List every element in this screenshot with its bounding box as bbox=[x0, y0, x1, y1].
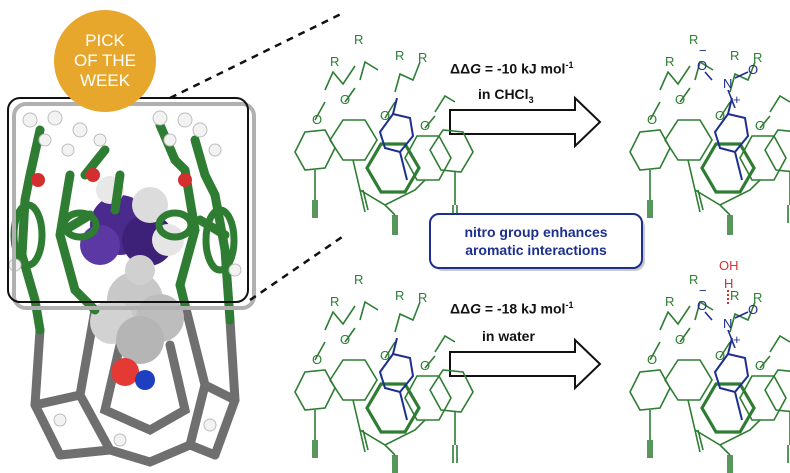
nitro-group-top bbox=[704, 71, 749, 109]
o-label: O bbox=[647, 112, 657, 127]
solvent-main: in CHCl bbox=[478, 86, 529, 102]
structure-bottom-right bbox=[628, 300, 790, 473]
nitro-o-label: O bbox=[697, 58, 707, 73]
r-label: R bbox=[689, 272, 698, 287]
r-label: R bbox=[395, 288, 404, 303]
solvent-bottom: in water bbox=[482, 328, 535, 344]
nitro-o-label: O bbox=[697, 298, 707, 313]
r-label: R bbox=[689, 32, 698, 47]
o-label: O bbox=[312, 352, 322, 367]
dg-italic: G bbox=[470, 60, 482, 77]
o-label: O bbox=[340, 332, 350, 347]
structure-top-right bbox=[628, 60, 790, 237]
o-label: O bbox=[715, 348, 725, 363]
r-label: R bbox=[665, 294, 674, 309]
o-label: O bbox=[647, 352, 657, 367]
water-oh-label: OH bbox=[719, 258, 739, 273]
r-label: R bbox=[753, 290, 762, 305]
r-label: R bbox=[665, 54, 674, 69]
o-label: O bbox=[675, 92, 685, 107]
o-label: O bbox=[715, 108, 725, 123]
nitro-o-label: O bbox=[748, 302, 758, 317]
r-label: R bbox=[354, 32, 363, 47]
solvent-top: in CHCl3 bbox=[478, 86, 534, 105]
o-label: O bbox=[380, 108, 390, 123]
oxygen-atoms bbox=[31, 168, 192, 187]
dg-prefix: ΔΔ bbox=[450, 300, 471, 317]
callout-line-1: nitro group enhances bbox=[464, 224, 608, 240]
o-label: O bbox=[675, 332, 685, 347]
arrow-top bbox=[449, 95, 602, 149]
r-label: R bbox=[354, 272, 363, 287]
delta-g-top: ΔΔG = -10 kJ mol-1 bbox=[450, 60, 573, 77]
callout-line-2: aromatic interactions bbox=[465, 242, 607, 258]
o-label: O bbox=[340, 92, 350, 107]
structure-bottom-left bbox=[293, 300, 475, 473]
r-label: R bbox=[418, 50, 427, 65]
r-label: R bbox=[753, 50, 762, 65]
o-label: O bbox=[420, 118, 430, 133]
r-label: R bbox=[730, 48, 739, 63]
o-label: O bbox=[755, 118, 765, 133]
nitro-group-bottom bbox=[704, 311, 749, 349]
o-label: O bbox=[420, 358, 430, 373]
o-label: O bbox=[312, 112, 322, 127]
charge-plus: + bbox=[733, 332, 741, 347]
dg-prefix: ΔΔ bbox=[450, 60, 471, 77]
dg-value: = -18 kJ mol bbox=[481, 300, 566, 317]
arrow-bottom bbox=[449, 337, 602, 391]
structure-top-left bbox=[293, 60, 475, 237]
badge-line-1: PICK bbox=[85, 31, 125, 50]
grey-cavitand-base bbox=[30, 300, 240, 467]
molecular-model bbox=[7, 97, 256, 467]
charge-plus: + bbox=[733, 92, 741, 107]
charge-minus: − bbox=[699, 43, 707, 58]
delta-g-bottom: ΔΔG = -18 kJ mol-1 bbox=[450, 300, 573, 317]
pick-of-the-week-badge: PICK OF THE WEEK bbox=[54, 10, 156, 112]
zoom-line-bottom bbox=[249, 233, 346, 302]
r-label: R bbox=[330, 294, 339, 309]
badge-line-2: OF THE bbox=[73, 51, 137, 70]
r-label: R bbox=[418, 290, 427, 305]
dg-value: = -10 kJ mol bbox=[481, 60, 566, 77]
charge-minus: − bbox=[699, 283, 707, 298]
o-label: O bbox=[755, 358, 765, 373]
nitro-o-label: O bbox=[748, 62, 758, 77]
r-label: R bbox=[395, 48, 404, 63]
water-h-label: H bbox=[724, 276, 733, 291]
r-label: R bbox=[330, 54, 339, 69]
dg-sup: -1 bbox=[565, 300, 574, 310]
nitro-n-label: N bbox=[723, 316, 732, 331]
guest-space-fill-grey bbox=[90, 272, 184, 390]
badge-line-3: WEEK bbox=[79, 71, 131, 90]
o-label: O bbox=[380, 348, 390, 363]
r-label: R bbox=[730, 288, 739, 303]
dg-italic: G bbox=[470, 300, 482, 317]
zoom-line-top bbox=[169, 10, 346, 100]
zoom-box-shadow bbox=[12, 102, 256, 310]
solvent-sub: 3 bbox=[528, 94, 534, 105]
dg-sup: -1 bbox=[565, 60, 574, 70]
callout-box: nitro group enhances aromatic interactio… bbox=[429, 213, 643, 269]
nitro-n-label: N bbox=[723, 76, 732, 91]
